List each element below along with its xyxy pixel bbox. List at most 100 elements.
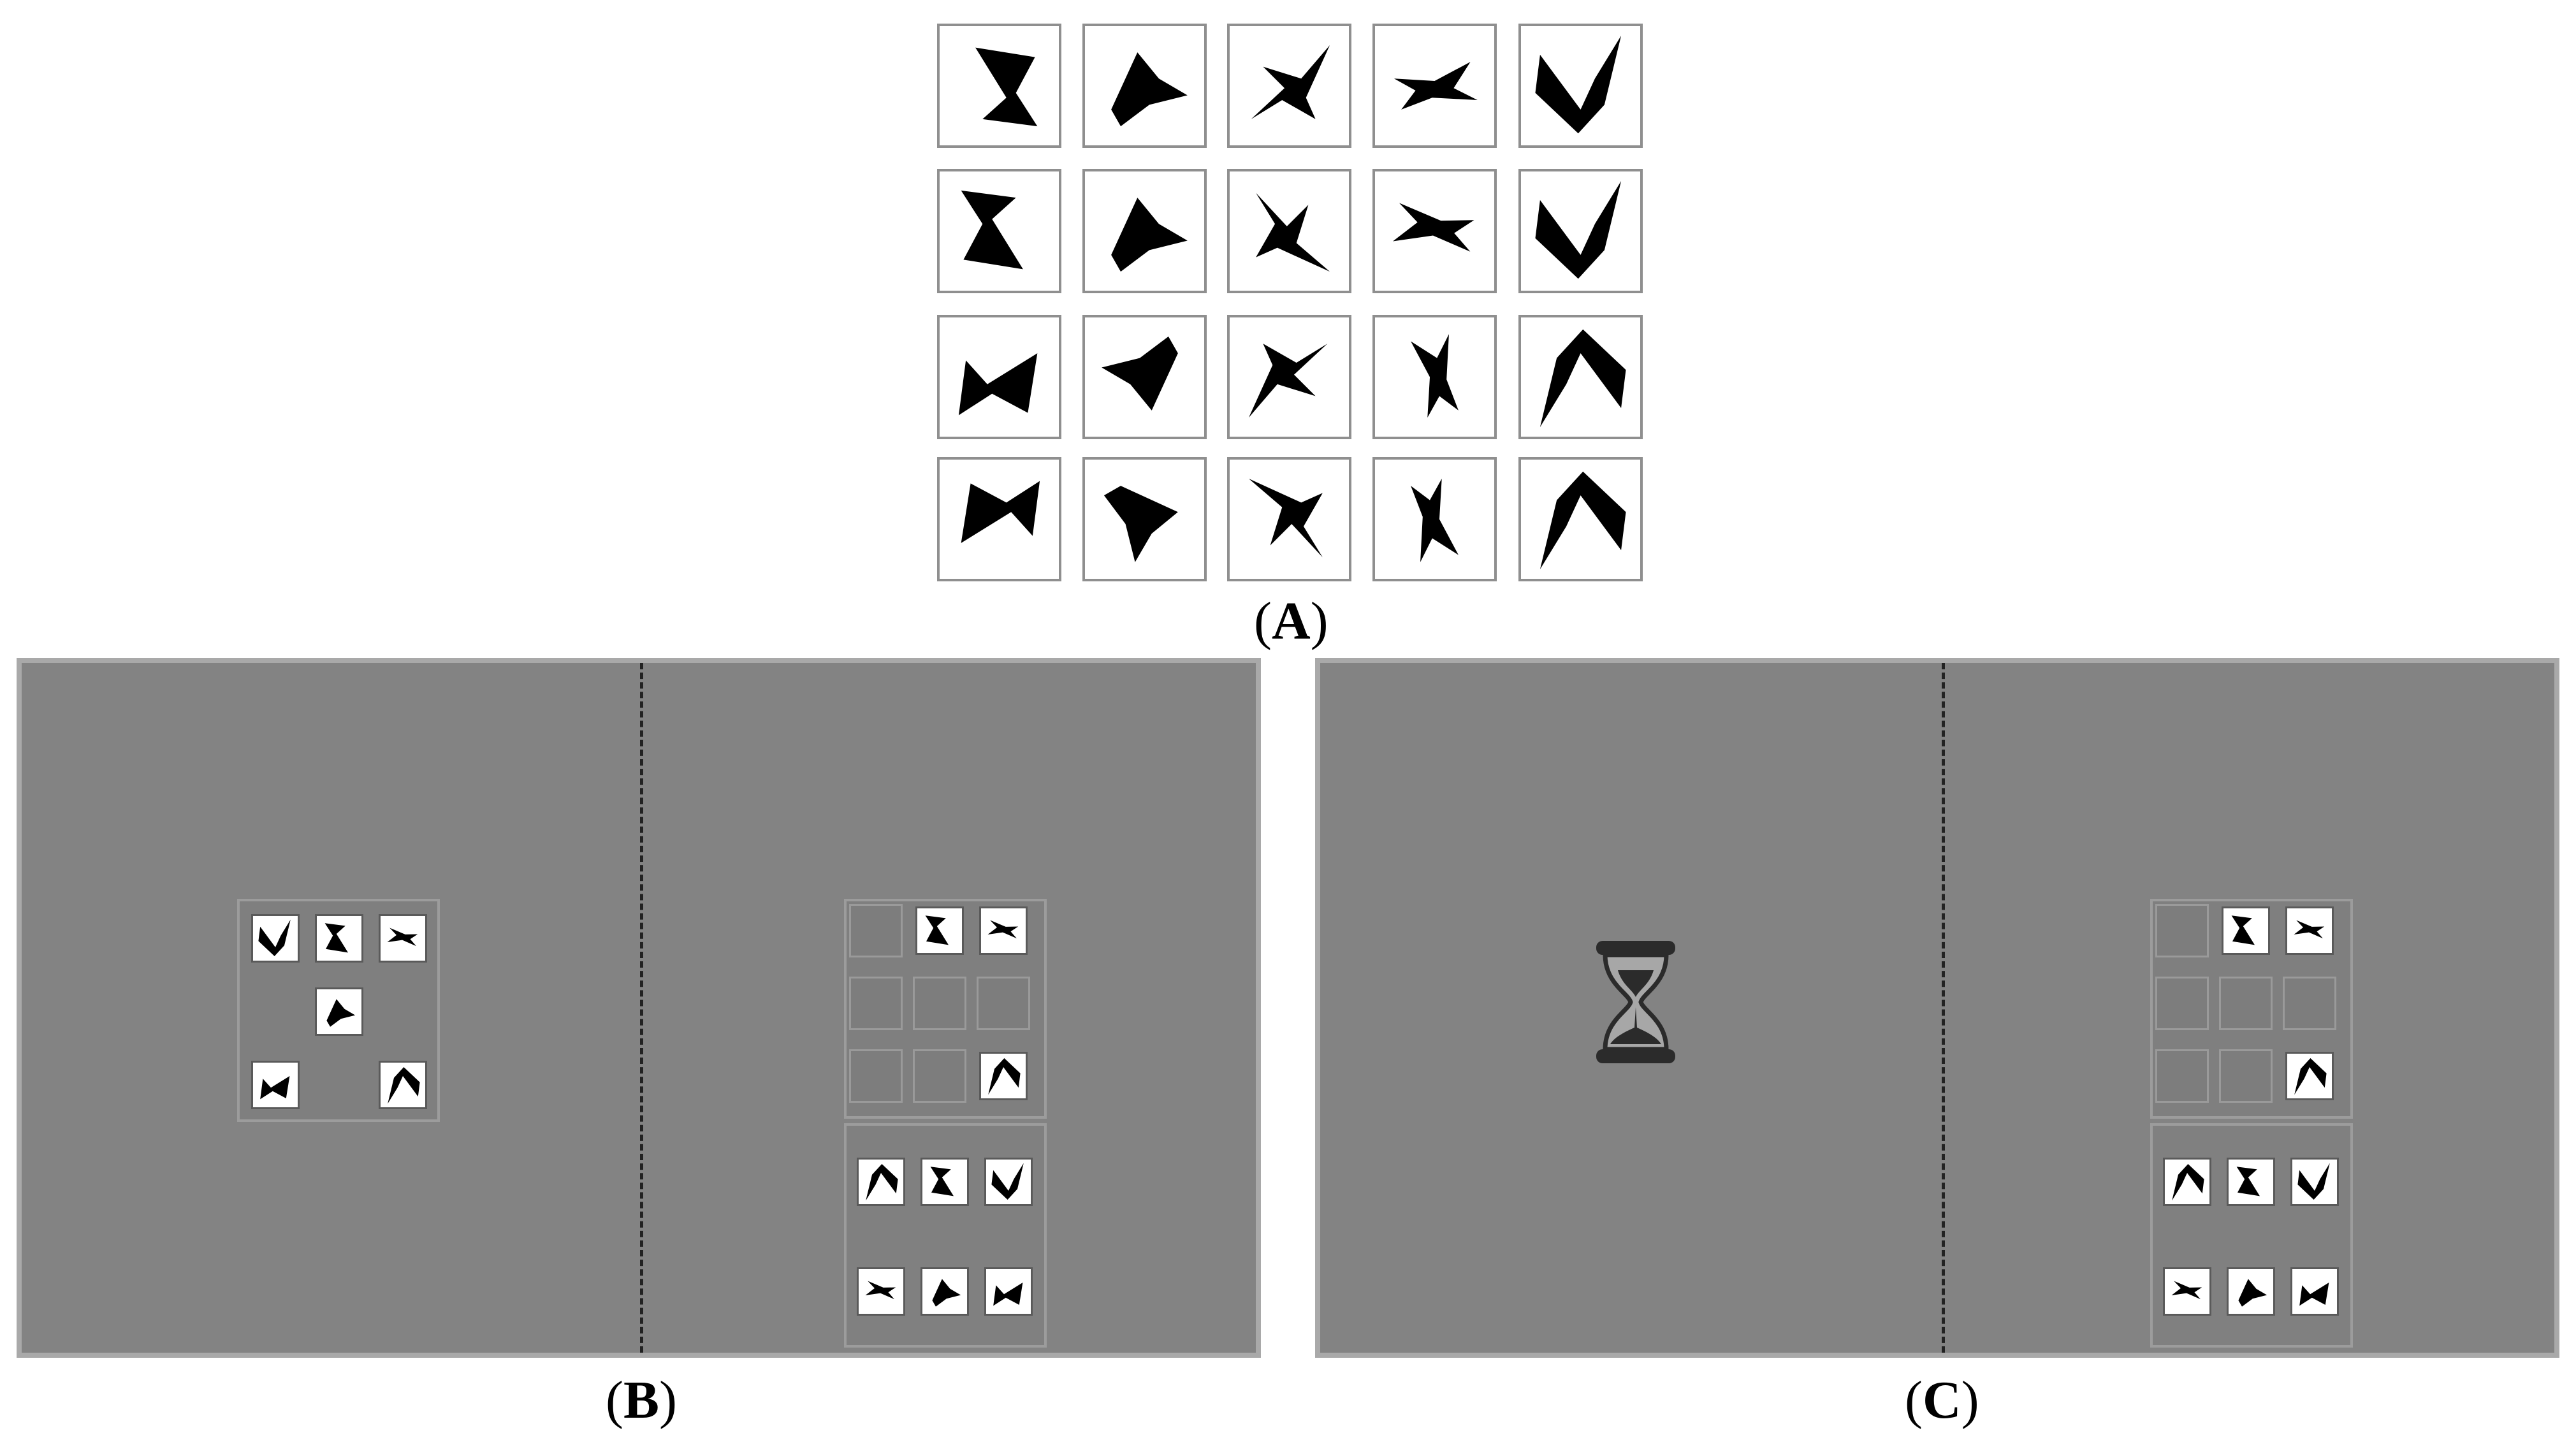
- stimulus-card: [1227, 169, 1351, 293]
- label-letter-b: B: [623, 1371, 660, 1430]
- grid-tile[interactable]: [979, 1052, 1028, 1100]
- label-letter-a: A: [1271, 592, 1311, 651]
- tile-shape: [2297, 1163, 2330, 1200]
- stimulus-card: [937, 24, 1061, 148]
- pool-tile[interactable]: [984, 1267, 1033, 1316]
- stimulus-card: [1372, 457, 1497, 581]
- pool-tile[interactable]: [921, 1267, 969, 1316]
- stimulus-card: [937, 169, 1061, 293]
- response-grid: [844, 899, 1047, 1119]
- tile-shape: [258, 919, 291, 956]
- pool-tile[interactable]: [857, 1158, 905, 1206]
- tile-shape: [2171, 1281, 2202, 1300]
- empty-slot[interactable]: [2155, 904, 2209, 957]
- stimulus-shape: [1111, 52, 1188, 127]
- empty-slot[interactable]: [2219, 1049, 2273, 1103]
- empty-slot[interactable]: [977, 977, 1030, 1030]
- panel-label-b: (B): [606, 1374, 677, 1427]
- stimulus-shape: [1248, 478, 1323, 558]
- response-pool: [844, 1123, 1047, 1348]
- hourglass-icon: [1596, 941, 1675, 1063]
- stimulus-card: [1518, 24, 1643, 148]
- stimulus-card: [1227, 457, 1351, 581]
- stimulus-card: [1227, 315, 1351, 439]
- grid-tile[interactable]: [2285, 906, 2334, 955]
- grid-tile[interactable]: [2222, 906, 2270, 955]
- screen-divider: [640, 663, 643, 1353]
- stimulus-shape: [1248, 344, 1328, 418]
- stimulus-card: [1227, 24, 1351, 148]
- tile-shape: [2231, 915, 2255, 945]
- grid-tile: [379, 1061, 427, 1109]
- grid-tile[interactable]: [979, 906, 1028, 955]
- pool-tile[interactable]: [2163, 1267, 2211, 1316]
- empty-slot[interactable]: [849, 1049, 903, 1103]
- pool-tile[interactable]: [2290, 1158, 2339, 1206]
- stimulus-shape: [1251, 45, 1330, 119]
- stimulus-card: [1082, 315, 1207, 439]
- stimulus-shape: [961, 481, 1040, 543]
- grid-tile: [315, 987, 363, 1036]
- tile-shape: [993, 1283, 1023, 1306]
- pool-tile[interactable]: [2290, 1267, 2339, 1316]
- tile-shape: [2172, 1164, 2204, 1201]
- stimulus-shape: [1103, 486, 1178, 562]
- pool-tile[interactable]: [984, 1158, 1033, 1206]
- stimulus-shape: [1535, 180, 1622, 279]
- stimulus-card: [1082, 169, 1207, 293]
- tile-shape: [2236, 1167, 2260, 1197]
- grid-tile[interactable]: [2285, 1052, 2334, 1100]
- tile-shape: [2299, 1283, 2329, 1306]
- empty-slot[interactable]: [913, 1049, 966, 1103]
- tile-shape: [865, 1281, 896, 1300]
- response-pool: [2150, 1123, 2353, 1348]
- grid-tile: [379, 914, 427, 963]
- tile-shape: [387, 927, 418, 947]
- response-grid: [2150, 899, 2353, 1119]
- grid-tile: [251, 1061, 300, 1109]
- grid-tile[interactable]: [915, 906, 964, 955]
- memory-grid: [237, 899, 440, 1122]
- empty-slot[interactable]: [913, 977, 966, 1030]
- stimulus-shape: [1102, 336, 1178, 411]
- tile-shape: [260, 1076, 290, 1100]
- tile-shape: [2294, 1058, 2327, 1095]
- empty-slot[interactable]: [849, 904, 903, 957]
- tile-shape: [987, 920, 1019, 939]
- empty-slot[interactable]: [2155, 1049, 2209, 1103]
- grid-tile: [251, 914, 300, 963]
- label-paren-open: (: [606, 1371, 623, 1430]
- stimulus-shape: [1539, 329, 1626, 428]
- empty-slot[interactable]: [2283, 977, 2336, 1030]
- tile-shape: [326, 999, 356, 1027]
- pool-tile[interactable]: [857, 1267, 905, 1316]
- grid-tile: [315, 914, 363, 963]
- tile-shape: [988, 1058, 1021, 1095]
- stimulus-shape: [961, 190, 1023, 270]
- empty-slot[interactable]: [2219, 977, 2273, 1030]
- empty-slot[interactable]: [849, 977, 903, 1030]
- tile-shape: [925, 915, 949, 945]
- tile-shape: [2238, 1279, 2267, 1307]
- stimulus-shape: [1411, 334, 1459, 418]
- stimulus-shape: [975, 47, 1038, 127]
- stimulus-shape: [1111, 198, 1188, 272]
- stimulus-shape: [1392, 203, 1474, 252]
- label-letter-c: C: [1922, 1371, 1961, 1430]
- stimulus-card: [1518, 169, 1643, 293]
- task-screen-c: [1315, 658, 2559, 1358]
- empty-slot[interactable]: [2155, 977, 2209, 1030]
- tile-shape: [930, 1167, 954, 1197]
- tile-shape: [932, 1279, 961, 1307]
- pool-tile[interactable]: [921, 1158, 969, 1206]
- pool-tile[interactable]: [2163, 1158, 2211, 1206]
- label-paren-close: ): [1961, 1371, 1979, 1430]
- pool-tile[interactable]: [2227, 1267, 2275, 1316]
- stimulus-card: [937, 457, 1061, 581]
- panel-label-a: (A): [1254, 595, 1328, 648]
- stimulus-shape: [1394, 62, 1478, 110]
- tile-shape: [388, 1067, 420, 1104]
- stimulus-shape: [1539, 471, 1626, 570]
- stimulus-shape: [1411, 478, 1459, 562]
- pool-tile[interactable]: [2227, 1158, 2275, 1206]
